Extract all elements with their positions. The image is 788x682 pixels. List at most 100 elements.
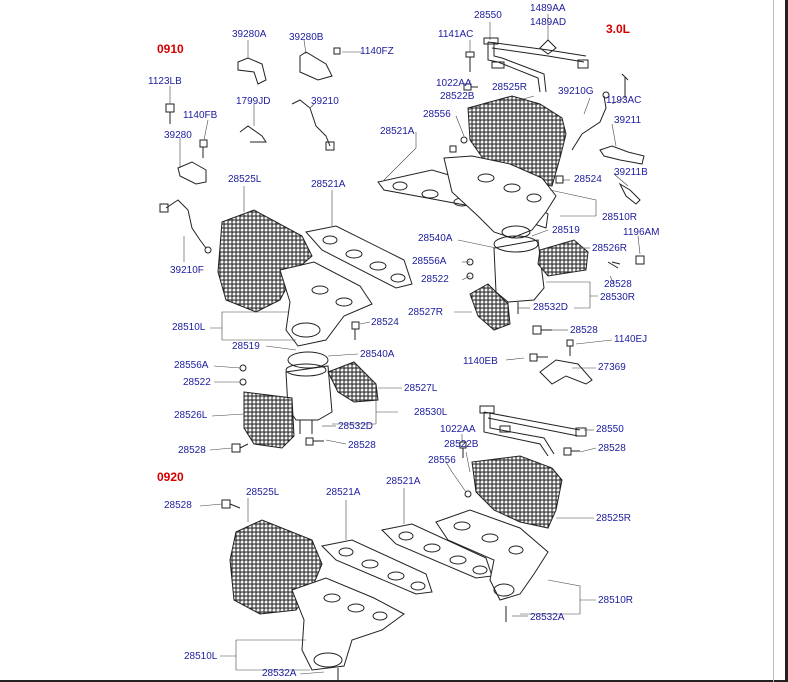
part-label[interactable]: 28528 [570,325,598,336]
bracket-27369 [539,359,593,385]
part-label[interactable]: 28530L [414,407,448,418]
part-label[interactable]: 28525R [492,82,528,93]
part-label[interactable]: 28521A [311,179,346,190]
part-label[interactable]: 1799JD [236,96,271,107]
part-label[interactable]: 39210F [170,265,204,276]
part-label[interactable]: 28510L [172,322,206,333]
part-label[interactable]: 39280A [232,29,267,40]
part-label[interactable]: 28526R [592,243,628,254]
part-label[interactable]: 39211 [614,115,642,126]
part-label[interactable]: 28532A [262,668,297,679]
part-label[interactable]: 28550 [596,424,624,435]
part-label[interactable]: 1140EJ [614,334,648,345]
fasteners-bottom [221,441,580,509]
catalytic-converter-28530R [493,235,545,314]
part-label[interactable]: 28540A [360,349,395,360]
gasket-28540A-left [287,351,329,369]
part-label[interactable]: 28521A [380,126,415,137]
part-label[interactable]: 1489AA [530,3,566,14]
part-label[interactable]: 28524 [371,317,399,328]
part-label[interactable]: 39210G [558,86,594,97]
part-label[interactable]: 28556A [412,256,447,267]
manifold-28510L-top [279,261,373,347]
part-label[interactable]: 28510R [598,595,634,606]
part-label[interactable]: 28522B [444,439,479,450]
clip-1489 [539,39,557,55]
part-label[interactable]: 1022AA [436,78,472,89]
part-label[interactable]: 28550 [474,10,502,21]
gasket-28521A-bottom-1 [320,539,433,595]
bracket-39211 [599,145,645,165]
part-label[interactable]: 28556A [174,360,209,371]
part-label[interactable]: 1140FB [183,110,218,121]
part-label[interactable]: 27369 [598,362,626,373]
part-label[interactable]: 28528 [604,279,632,290]
part-label[interactable]: 1193AC [606,95,642,106]
part-label[interactable]: 1196AM [623,227,660,238]
bracket-39211B [618,182,641,205]
part-label[interactable]: 39211B [614,167,648,178]
part-label[interactable]: 28540A [418,233,453,244]
part-label[interactable]: 28532A [530,612,565,623]
sensor-39210 [291,99,335,151]
bolt-1193AC [621,73,629,98]
manifold-28510R-top [443,155,557,239]
part-label[interactable]: 39280 [164,130,192,141]
shield-28527R [469,283,511,331]
part-label[interactable]: 28532D [533,302,569,313]
part-label[interactable]: 28522 [421,274,449,285]
manifold-28510L-bottom [291,577,405,682]
part-label[interactable]: 28530R [600,292,636,303]
pipe-28550-top [483,37,589,93]
part-label[interactable]: 28525R [596,513,632,524]
section-label-0910: 0910 [157,42,184,56]
shield-28526L [243,391,295,449]
part-label[interactable]: 28522 [183,377,211,388]
part-label[interactable]: 28528 [164,500,192,511]
bolt-1141AC [465,51,475,72]
part-label[interactable]: 28528 [348,440,376,451]
part-label[interactable]: 28556 [428,455,456,466]
part-label[interactable]: 28522B [440,91,475,102]
part-label[interactable]: 28525L [228,174,262,185]
connector-1799JD [239,125,267,143]
part-label[interactable]: 39210 [311,96,339,107]
nut-1022AA-top [463,83,478,91]
section-label-0920: 0920 [157,470,184,484]
part-label[interactable]: 28525L [246,487,280,498]
part-label[interactable]: 28556 [423,109,451,120]
shield-28526R [537,239,589,277]
part-label[interactable]: 1141AC [438,29,474,40]
right-rule [773,0,774,682]
shield-28527L [327,361,379,403]
part-label[interactable]: 1123LB [148,76,182,87]
part-label[interactable]: 28519 [552,225,580,236]
sensor-39210G [571,95,607,151]
part-label[interactable]: 1022AA [440,424,476,435]
part-label[interactable]: 28532D [338,421,374,432]
part-label[interactable]: 28510R [602,212,638,223]
part-label[interactable]: 1140FZ [360,46,394,57]
gasket-28521A-left [305,225,413,289]
part-label[interactable]: 1489AD [530,17,567,28]
part-label[interactable]: 28528 [598,443,626,454]
part-label[interactable]: 28527R [408,307,444,318]
part-label[interactable]: 28510L [184,651,218,662]
part-label[interactable]: 28521A [386,476,421,487]
part-label[interactable]: 28526L [174,410,208,421]
part-label[interactable]: 39280B [289,32,324,43]
part-label[interactable]: 28528 [178,445,206,456]
part-label[interactable]: 28521A [326,487,361,498]
heat-shield-28525R-bottom [471,455,563,529]
fasteners-right [449,136,645,362]
sensor-39210F [159,199,212,254]
pipe-28550-bottom [479,405,587,457]
part-label[interactable]: 1140EB [463,356,498,367]
part-label[interactable]: 28519 [232,341,260,352]
leader-lines [169,14,641,675]
part-label[interactable]: 28524 [574,174,602,185]
section-label-3-0l: 3.0L [606,22,631,36]
part-label[interactable]: 28527L [404,383,438,394]
